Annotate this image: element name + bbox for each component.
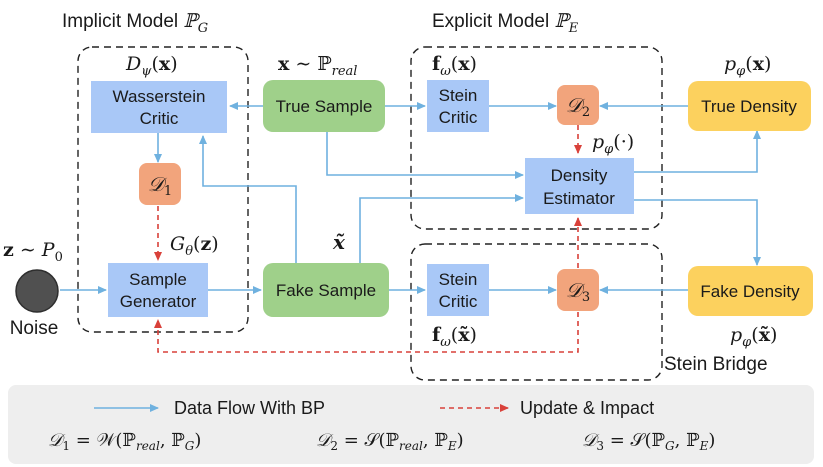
true-sample-box	[263, 80, 385, 132]
fake-sample-box	[263, 263, 389, 317]
g-theta-label: Gθ(z)	[170, 233, 219, 259]
fake-sample-label: Fake Sample	[276, 281, 376, 300]
density-estimator-box	[525, 158, 634, 214]
x-tilde-label: x̃	[332, 230, 346, 254]
z-p0-label: z ∼ P0	[3, 239, 63, 265]
noise-circle	[15, 269, 59, 313]
stein-critic-top-label-1: Stein	[439, 86, 478, 105]
update-d3-to-generator	[154, 312, 579, 353]
sample-generator-box	[108, 263, 208, 317]
legend-panel	[8, 385, 814, 464]
x-real-label: x ∼ ℙreal	[278, 53, 357, 79]
stein-bridge-title: Stein Bridge	[664, 354, 768, 375]
legend-eq-1: 𝒟1 = 𝒲(ℙreal, ℙG)	[48, 430, 201, 453]
d2-box	[557, 85, 599, 125]
stein-critic-bottom-label-2: Critic	[439, 292, 478, 311]
density-estimator-label-2: Estimator	[543, 189, 615, 208]
legend-eq-2: 𝒟2 = 𝒮(ℙreal, ℙE)	[316, 430, 464, 453]
d3-label: 𝒟3	[566, 278, 590, 305]
legend-update-text: Update & Impact	[520, 398, 654, 418]
d-psi-label: Dψ(x)	[125, 53, 178, 79]
d3-box	[557, 269, 599, 311]
f-omega-xt-label: fω(x̃)	[432, 324, 477, 350]
flow-fake-to-estimator	[359, 194, 524, 263]
p-phi-dot-label: pφ(·)	[592, 131, 634, 157]
true-density-box	[688, 81, 811, 131]
p-phi-x-label: pφ(x)	[724, 53, 771, 79]
stein-critic-top-box	[427, 80, 489, 132]
wasserstein-critic-label-2: Critic	[140, 109, 179, 128]
wasserstein-critic-label-1: Wasserstein	[113, 87, 206, 106]
flow-true-to-estimator	[326, 131, 524, 179]
wasserstein-critic-box	[91, 81, 227, 133]
flow-estimator-to-fakedensity	[634, 199, 761, 266]
flow-estimator-to-truedensity	[634, 130, 761, 173]
true-sample-label: True Sample	[276, 97, 373, 116]
stein-bridge-region	[410, 243, 663, 381]
implicit-model-title: Implicit Model ℙG	[62, 10, 208, 36]
legend-eq-3: 𝒟3 = 𝒮(ℙG, ℙE)	[582, 430, 715, 453]
sample-generator-label-2: Generator	[120, 292, 197, 311]
density-estimator-label-1: Density	[551, 166, 608, 185]
d1-box	[139, 163, 181, 205]
explicit-model-title: Explicit Model ℙE	[432, 10, 579, 36]
p-phi-xt-label: pφ(x̃)	[730, 324, 777, 350]
noise-label: Noise	[10, 318, 59, 339]
f-omega-x-label: fω(x)	[432, 53, 477, 79]
fake-density-box	[688, 266, 813, 316]
implicit-model-region	[77, 46, 249, 333]
flow-fake-to-wasserstein	[199, 135, 297, 263]
sample-generator-label-1: Sample	[129, 270, 187, 289]
stein-critic-bottom-label-1: Stein	[439, 270, 478, 289]
stein-critic-bottom-box	[427, 264, 489, 316]
legend-flow-text: Data Flow With BP	[174, 398, 325, 418]
true-density-label: True Density	[701, 97, 797, 116]
fake-density-label: Fake Density	[700, 282, 800, 301]
explicit-model-region	[410, 46, 663, 230]
stein-critic-top-label-2: Critic	[439, 108, 478, 127]
